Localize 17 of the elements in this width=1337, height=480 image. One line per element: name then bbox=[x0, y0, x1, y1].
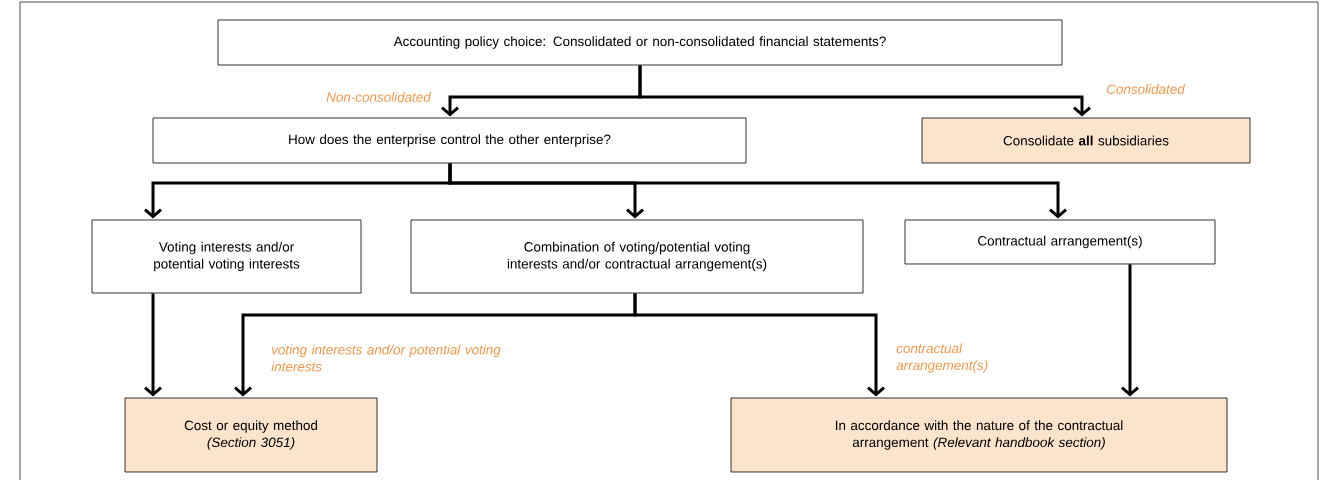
edge-label: Consolidated bbox=[1106, 84, 1186, 94]
edge-label: Non-consolidated bbox=[326, 92, 432, 102]
result-box: Cost or equity method (Section 3051) bbox=[124, 397, 378, 473]
result-box: In accordance with the nature of the contractual arrangement (Relevant handbook section) bbox=[730, 397, 1228, 473]
arrow bbox=[1121, 264, 1139, 397]
process-box: Contractual arrangement(s) bbox=[904, 219, 1216, 265]
edge-label: voting interests and/or potential voting interests bbox=[271, 344, 501, 372]
process-box: Accounting policy choice: Consolidated or non-consolidated financial statements? bbox=[217, 19, 1063, 66]
edge-label: contractual arrangement(s) bbox=[896, 343, 988, 373]
arrow bbox=[638, 65, 1091, 117]
process-box: Combination of voting/potential voting interests and/or contractual arrangement(s) bbox=[410, 219, 864, 294]
arrow bbox=[448, 163, 1067, 219]
arrow bbox=[633, 293, 885, 397]
process-box: Voting interests and/or potential voting interests bbox=[91, 219, 362, 294]
result-box: Consolidate all subsidiaries bbox=[921, 117, 1251, 164]
arrow bbox=[144, 293, 162, 397]
process-box: How does the enterprise control the other enterprise? bbox=[152, 117, 747, 164]
